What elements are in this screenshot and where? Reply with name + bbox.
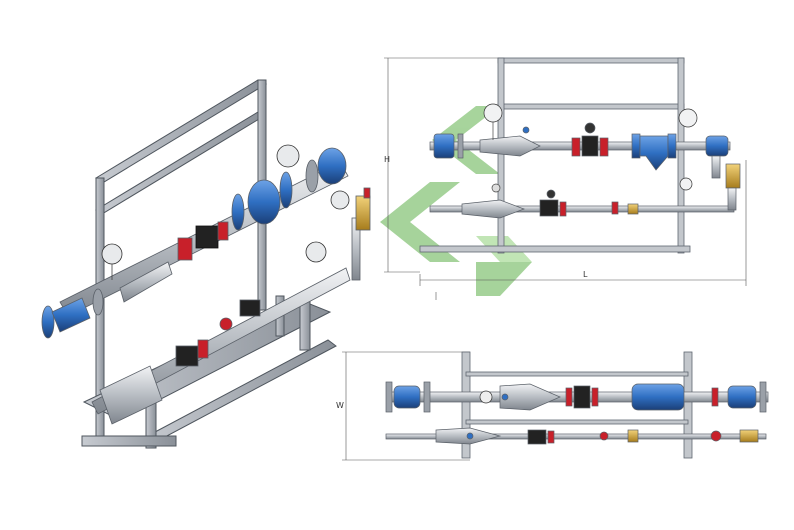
pressure-gauge-icon: [483, 103, 503, 123]
isometric-view: [41, 79, 371, 449]
front-lower-line: [429, 177, 737, 219]
watermark-logo: [380, 106, 532, 296]
water-meter-icon: [177, 237, 193, 261]
top-dimensions: [342, 351, 470, 461]
pressure-gauge-icon: [678, 108, 698, 128]
front-dimensions: [384, 57, 747, 300]
brass-regulator-iso: [355, 195, 371, 231]
strainer-icon: [639, 135, 669, 171]
lower-pipeline-iso: [91, 187, 371, 425]
width-dimension-label: W: [336, 401, 344, 410]
pressure-gauge-icon: [330, 190, 350, 210]
top-upper-line: [385, 381, 769, 413]
strainer-icon: [247, 179, 281, 225]
upper-pipeline-iso: [41, 144, 349, 339]
height-dimension-label: H: [384, 155, 390, 164]
front-frame: [419, 57, 691, 254]
pressure-gauge-icon: [101, 243, 123, 265]
ball-valve-icon: [433, 133, 455, 159]
top-view: W: [336, 351, 769, 461]
pressure-gauge-icon: [276, 144, 300, 168]
water-meter-icon: [581, 135, 599, 157]
inlet-flange-iso: [41, 305, 55, 339]
top-lower-line: [385, 427, 767, 445]
strainer-icon: [631, 383, 685, 411]
front-upper-line: [429, 103, 741, 189]
brass-regulator-icon: [725, 163, 741, 189]
length-dimension-label: L: [583, 270, 588, 279]
ball-valve-iso: [51, 297, 91, 333]
front-view: H L: [384, 57, 747, 300]
pressure-gauge-icon: [305, 241, 327, 263]
top-frame: [461, 351, 693, 459]
